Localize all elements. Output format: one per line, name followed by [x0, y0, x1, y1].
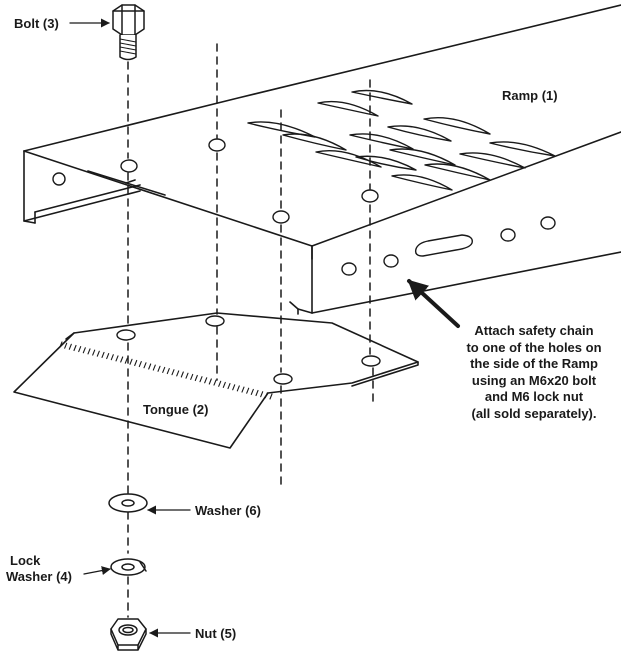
serration-tick [152, 364, 156, 371]
safety-chain-arrow [407, 279, 460, 328]
serration-tick [194, 374, 198, 382]
tongue-plate [13, 312, 419, 449]
tongue-serrations [59, 341, 273, 400]
ramp-label: Ramp (1) [502, 88, 558, 103]
lock-washer-label-line2: Washer (4) [6, 569, 72, 584]
serration-tick [190, 373, 194, 380]
nut-label: Nut (5) [195, 626, 237, 641]
serration-tick [68, 343, 72, 350]
serration-tick [180, 371, 184, 378]
serration-tick [264, 392, 268, 399]
serration-tick [82, 347, 86, 354]
serration-tick [162, 366, 166, 373]
serration-tick [208, 378, 212, 385]
serration-tick [236, 385, 240, 392]
serration-tick [222, 381, 226, 388]
serration-tick [199, 376, 203, 383]
note-line: to one of the holes on [466, 339, 602, 355]
serration-tick [59, 341, 63, 348]
lock-washer-4 [110, 558, 147, 576]
serration-tick [101, 351, 105, 358]
serration-tick [110, 354, 114, 361]
serration-tick [78, 346, 82, 353]
nut-5 [110, 618, 147, 651]
serration-tick [124, 357, 128, 364]
tongue-holes [116, 315, 381, 385]
serration-tick [138, 361, 142, 368]
ramp-side-holes [52, 172, 556, 276]
leader-arrows [69, 18, 191, 638]
serration-tick [269, 393, 273, 400]
bolt-3 [112, 4, 145, 61]
serration-tick [148, 363, 152, 370]
lock-washer-arrow [83, 566, 111, 576]
serration-tick [64, 342, 68, 349]
serration-tick [96, 350, 100, 357]
ramp-tread-slots [247, 89, 556, 191]
note-line: using an M6x20 bolt [471, 372, 597, 388]
note-line: (all sold separately). [471, 405, 597, 421]
serration-tick [227, 383, 231, 390]
serration-tick [157, 365, 161, 372]
serration-tick [204, 377, 208, 384]
note-line: the side of the Ramp [470, 356, 598, 371]
alignment-lines [127, 43, 374, 618]
serration-tick [176, 370, 180, 377]
ramp-deck-holes [120, 138, 379, 224]
serration-tick [241, 386, 245, 393]
serration-tick [115, 355, 119, 362]
bolt-label: Bolt (3) [14, 16, 59, 31]
serration-tick [134, 359, 138, 367]
serration-tick [232, 384, 236, 391]
serration-tick [143, 362, 147, 369]
serration-tick [171, 369, 175, 376]
serration-tick [213, 379, 217, 386]
safety-chain-note: Attach safety chain to one of the holes … [452, 323, 616, 422]
serration-tick [129, 358, 133, 365]
serration-tick [260, 391, 264, 398]
serration-tick [73, 344, 77, 352]
tongue-label: Tongue (2) [143, 402, 209, 417]
serration-tick [185, 372, 189, 379]
serration-tick [92, 349, 96, 356]
serration-tick [106, 353, 110, 360]
serration-tick [218, 380, 222, 387]
ramp-body [23, 4, 621, 315]
serration-tick [87, 348, 91, 355]
serration-tick [255, 389, 259, 397]
note-line: and M6 lock nut [484, 389, 584, 404]
serration-tick [250, 388, 254, 395]
lock-washer-label-line1: Lock [10, 553, 41, 568]
note-line: Attach safety chain [474, 323, 594, 338]
serration-tick [166, 368, 170, 375]
washer-6 [108, 493, 148, 513]
serration-tick [120, 356, 124, 363]
serration-tick [246, 387, 250, 394]
washer-label: Washer (6) [195, 503, 261, 518]
